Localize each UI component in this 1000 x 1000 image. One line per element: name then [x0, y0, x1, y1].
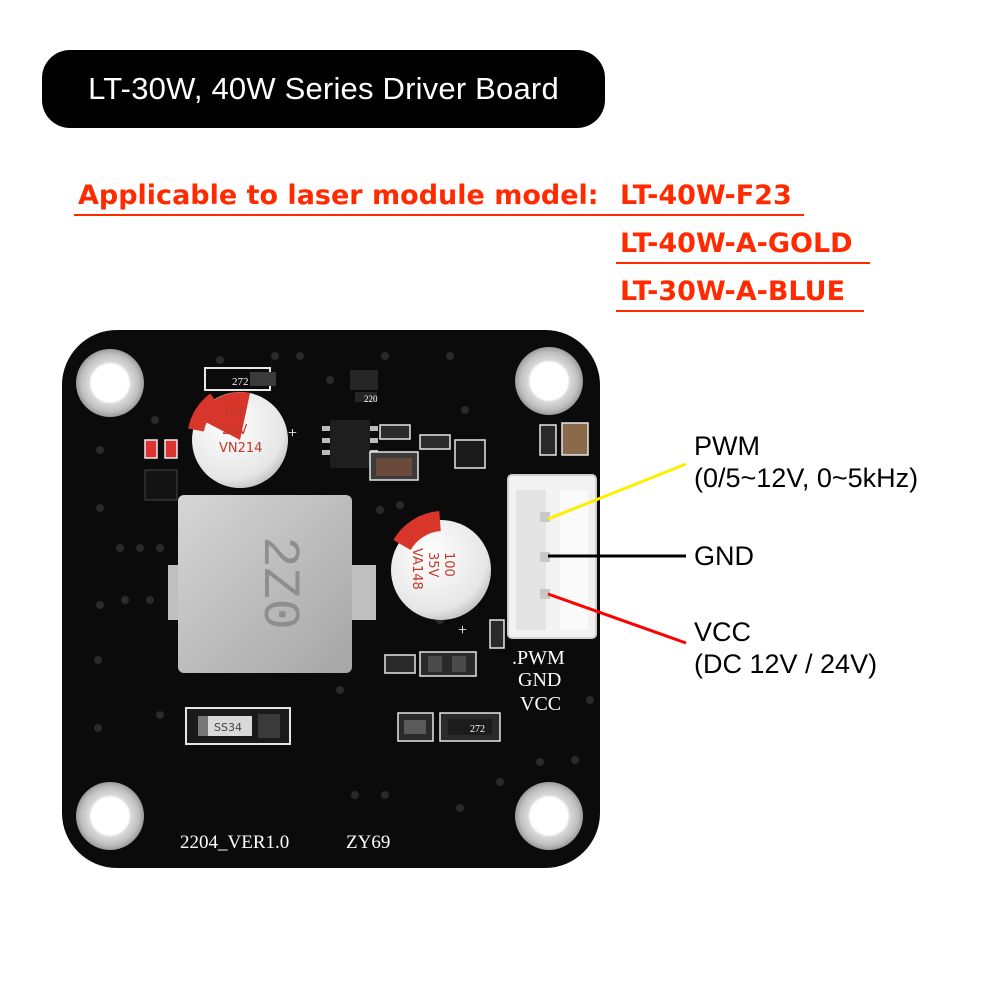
inductor-pad: [168, 565, 180, 620]
pwm-detail: (0/5~12V, 0~5kHz): [694, 463, 919, 493]
silk-pwm: .PWM: [512, 647, 565, 669]
smd-led: [164, 439, 178, 459]
smd-led: [144, 439, 158, 459]
cap2-line1: 100: [441, 552, 456, 577]
resistor-top: [419, 434, 451, 450]
connector-pin: [540, 512, 550, 522]
connector-pin: [540, 589, 550, 599]
cap1-line1: 100: [222, 405, 247, 420]
applicable-prefix: Applicable to laser module model:: [78, 180, 599, 211]
cap2-line3: VA148: [409, 548, 424, 590]
mount-hole: [76, 782, 144, 850]
smd-cap: [539, 424, 557, 456]
diode-label: SS34: [214, 721, 242, 734]
smd-part: [144, 469, 178, 501]
underline-1: [74, 214, 804, 216]
ic-small: [454, 439, 486, 469]
resistor-b-label: 220: [364, 394, 378, 404]
resistor-a: [250, 372, 276, 386]
inductor-pad: [350, 565, 376, 620]
resistor-a-label: 272: [232, 376, 249, 388]
ic-top: [350, 370, 378, 390]
cap2-line2: 35V: [425, 552, 440, 578]
model-2: LT-40W-A-GOLD: [620, 228, 853, 259]
smd-cap: [489, 619, 505, 649]
vcc-wire: [547, 592, 687, 645]
resistor-c-label: 272: [470, 724, 485, 735]
inductor-marking: 2Z0: [249, 536, 308, 630]
svg-text:+: +: [288, 425, 297, 442]
board-code: ZY69: [346, 832, 390, 853]
cap1-line3: VN214: [219, 441, 262, 456]
pwm-label: PWM: [694, 431, 760, 461]
resistor: [384, 654, 416, 674]
mount-hole: [515, 782, 583, 850]
connector-pin: [540, 552, 550, 562]
ic-main: [330, 420, 370, 468]
cap1-line2: 25V: [222, 423, 248, 438]
vcc-label: VCC: [694, 617, 752, 647]
model-1: LT-40W-F23: [620, 180, 792, 211]
inductor: [178, 495, 352, 673]
vcc-detail: (DC 12V / 24V): [694, 649, 878, 679]
board-version: 2204_VER1.0: [180, 832, 289, 853]
gnd-label: GND: [694, 541, 754, 571]
smd-cap-tan: [561, 422, 589, 456]
silk-gnd: GND: [518, 669, 561, 691]
mount-hole: [515, 347, 583, 415]
vias: [94, 352, 594, 812]
title-text: LT-30W, 40W Series Driver Board: [88, 71, 559, 106]
pwm-wire: [547, 462, 687, 521]
mount-hole: [76, 349, 144, 417]
model-3: LT-30W-A-BLUE: [620, 276, 846, 307]
title-banner: LT-30W, 40W Series Driver Board: [42, 50, 605, 128]
underline-3: [616, 310, 864, 312]
capacitor-2: [391, 520, 491, 620]
svg-text:+: +: [458, 622, 467, 639]
resistor-top: [379, 424, 411, 440]
underline-2: [616, 262, 870, 264]
silk-vcc: VCC: [520, 693, 561, 715]
